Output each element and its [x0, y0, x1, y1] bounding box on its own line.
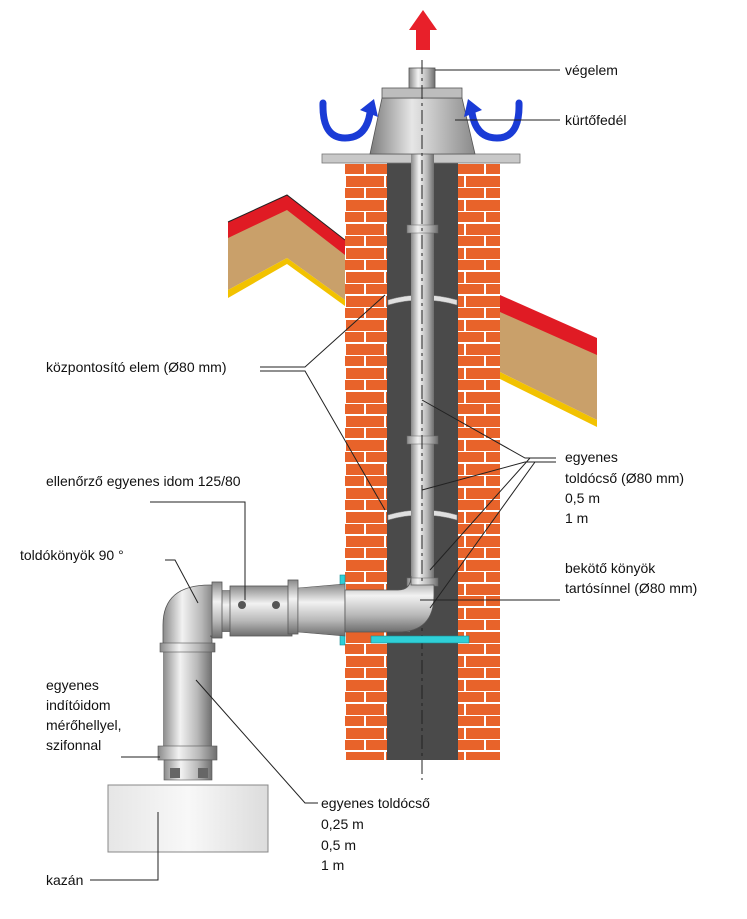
label-kurtofedel: kürtőfedél	[565, 112, 626, 128]
label-ellenorzo: ellenőrző egyenes idom 125/80	[46, 473, 241, 489]
roof-right	[500, 295, 597, 427]
label-indito-4: szifonnal	[46, 737, 101, 753]
label-indito-1: egyenes	[46, 677, 99, 693]
label-egyenes-toldocso-bottom-1: egyenes toldócső	[321, 795, 430, 811]
label-toldokonyok: toldókönyök 90 °	[20, 547, 124, 563]
label-egyenes-toldocso-right-4: 1 m	[565, 510, 588, 526]
label-egyenes-toldocso-bottom-3: 0,5 m	[321, 837, 356, 853]
leader-lines	[90, 69, 560, 881]
label-egyenes-toldocso-right-2: toldócső (Ø80 mm)	[565, 470, 684, 486]
label-egyenes-toldocso-bottom-4: 1 m	[321, 857, 344, 873]
boiler	[107, 784, 269, 853]
vertical-riser-pipe	[157, 642, 218, 781]
exhaust-arrow-icon	[409, 10, 437, 50]
centering-element-upper	[387, 294, 458, 306]
elbow-90	[162, 581, 223, 649]
connection-elbow	[344, 575, 435, 633]
centering-element-lower	[387, 509, 458, 521]
air-intake-arrow-left-icon	[319, 99, 378, 142]
label-bekoto-2: tartósínnel (Ø80 mm)	[565, 580, 697, 596]
label-egyenes-toldocso-right-3: 0,5 m	[565, 490, 600, 506]
roof-left	[227, 194, 346, 306]
air-intake-arrow-right-icon	[464, 99, 523, 142]
label-egyenes-toldocso-bottom-2: 0,25 m	[321, 816, 364, 832]
label-indito-2: indítóidom	[46, 697, 111, 713]
label-indito-3: mérőhellyel,	[46, 717, 121, 733]
label-bekoto-1: bekötő könyök	[565, 560, 656, 576]
label-vegelem: végelem	[565, 62, 618, 78]
label-egyenes-toldocso-right-1: egyenes	[565, 449, 618, 465]
label-kazan: kazán	[46, 872, 83, 888]
label-kozpontosito: központosító elem (Ø80 mm)	[46, 359, 227, 375]
